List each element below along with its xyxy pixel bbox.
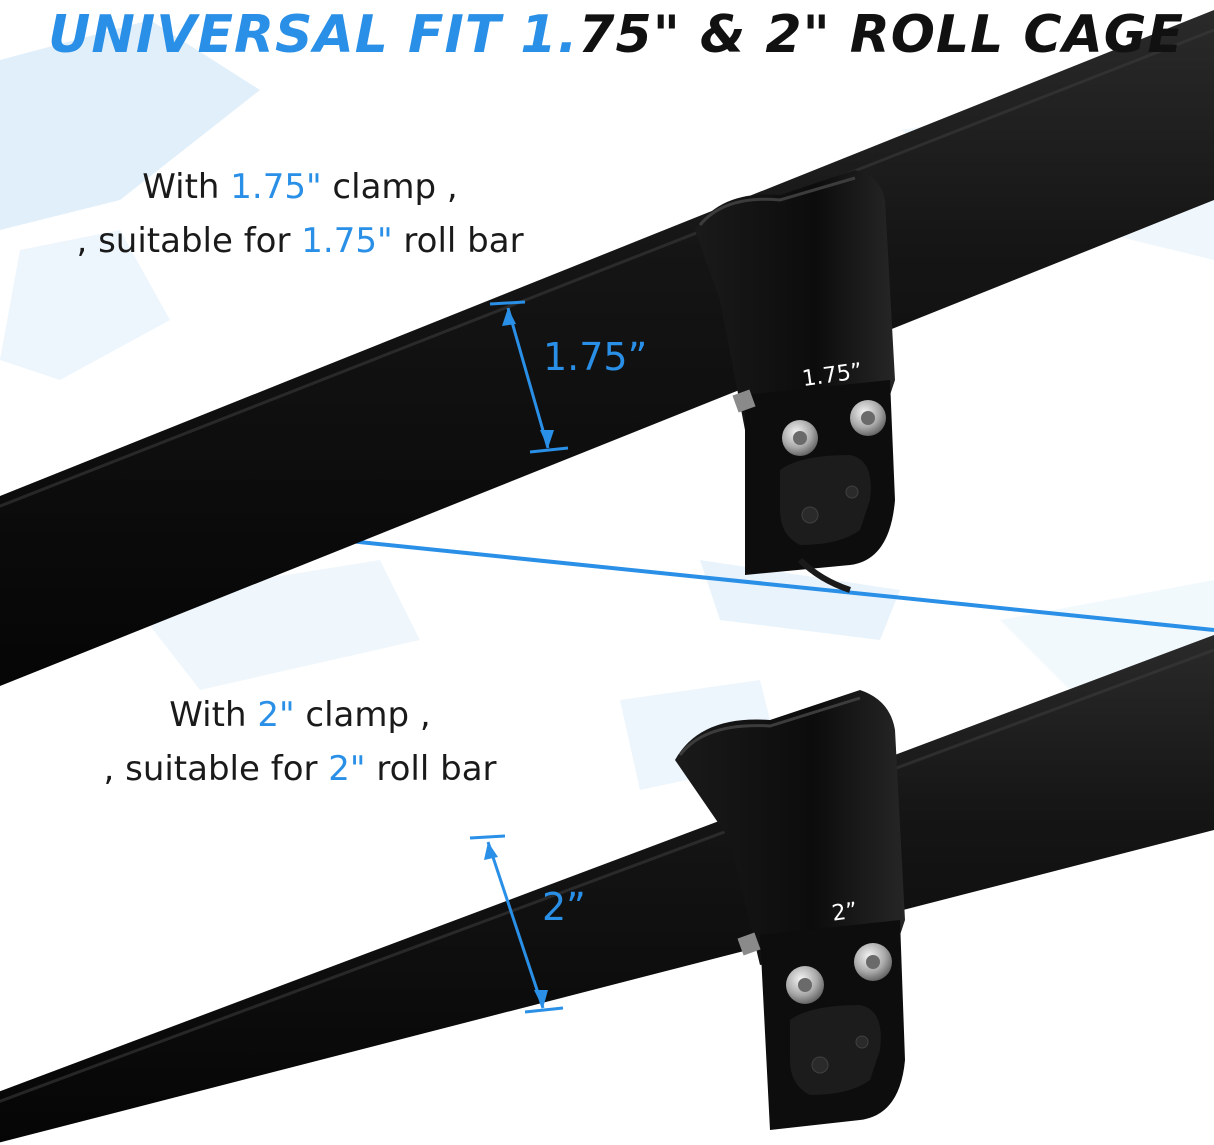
caption-text: roll bar bbox=[392, 221, 524, 261]
bottom-caption-line1: With 2" clamp , bbox=[60, 688, 540, 742]
top-dimension-arrow bbox=[489, 300, 569, 454]
bottom-clamp-size-label: 2” bbox=[830, 898, 860, 927]
caption-text: roll bar bbox=[365, 749, 497, 789]
title-dark-part: 75" & 2" ROLL CAGE bbox=[578, 5, 1184, 65]
top-clamp bbox=[695, 170, 895, 593]
caption-text: clamp , bbox=[294, 695, 431, 735]
caption-size-highlight: 2" bbox=[257, 695, 295, 735]
top-caption-line1: With 1.75" clamp , bbox=[40, 160, 560, 214]
caption-text: , suitable for bbox=[103, 749, 329, 789]
title-blue-part: UNIVERSAL FIT 1. bbox=[48, 5, 579, 65]
bottom-dimension-label: 2” bbox=[542, 885, 586, 929]
top-caption-line2: , suitable for 1.75" roll bar bbox=[40, 214, 560, 268]
caption-text: , suitable for bbox=[76, 221, 302, 261]
page-title: UNIVERSAL FIT 1.75" & 2" ROLL CAGE bbox=[0, 0, 1214, 70]
caption-text: clamp , bbox=[321, 167, 458, 207]
bottom-caption: With 2" clamp , , suitable for 2" roll b… bbox=[60, 688, 540, 796]
caption-size-highlight: 2" bbox=[328, 749, 366, 789]
bottom-roll-bar bbox=[0, 635, 1214, 1143]
top-caption: With 1.75" clamp , , suitable for 1.75" … bbox=[40, 160, 560, 268]
caption-size-highlight: 1.75" bbox=[230, 167, 322, 207]
bottom-caption-line2: , suitable for 2" roll bar bbox=[60, 742, 540, 796]
top-dimension-label: 1.75” bbox=[543, 335, 648, 379]
caption-text: With bbox=[142, 167, 231, 207]
caption-size-highlight: 1.75" bbox=[301, 221, 393, 261]
caption-text: With bbox=[169, 695, 258, 735]
bottom-clamp bbox=[675, 690, 905, 1130]
top-roll-bar bbox=[0, 10, 1214, 686]
bottom-dimension-arrow bbox=[469, 834, 564, 1014]
